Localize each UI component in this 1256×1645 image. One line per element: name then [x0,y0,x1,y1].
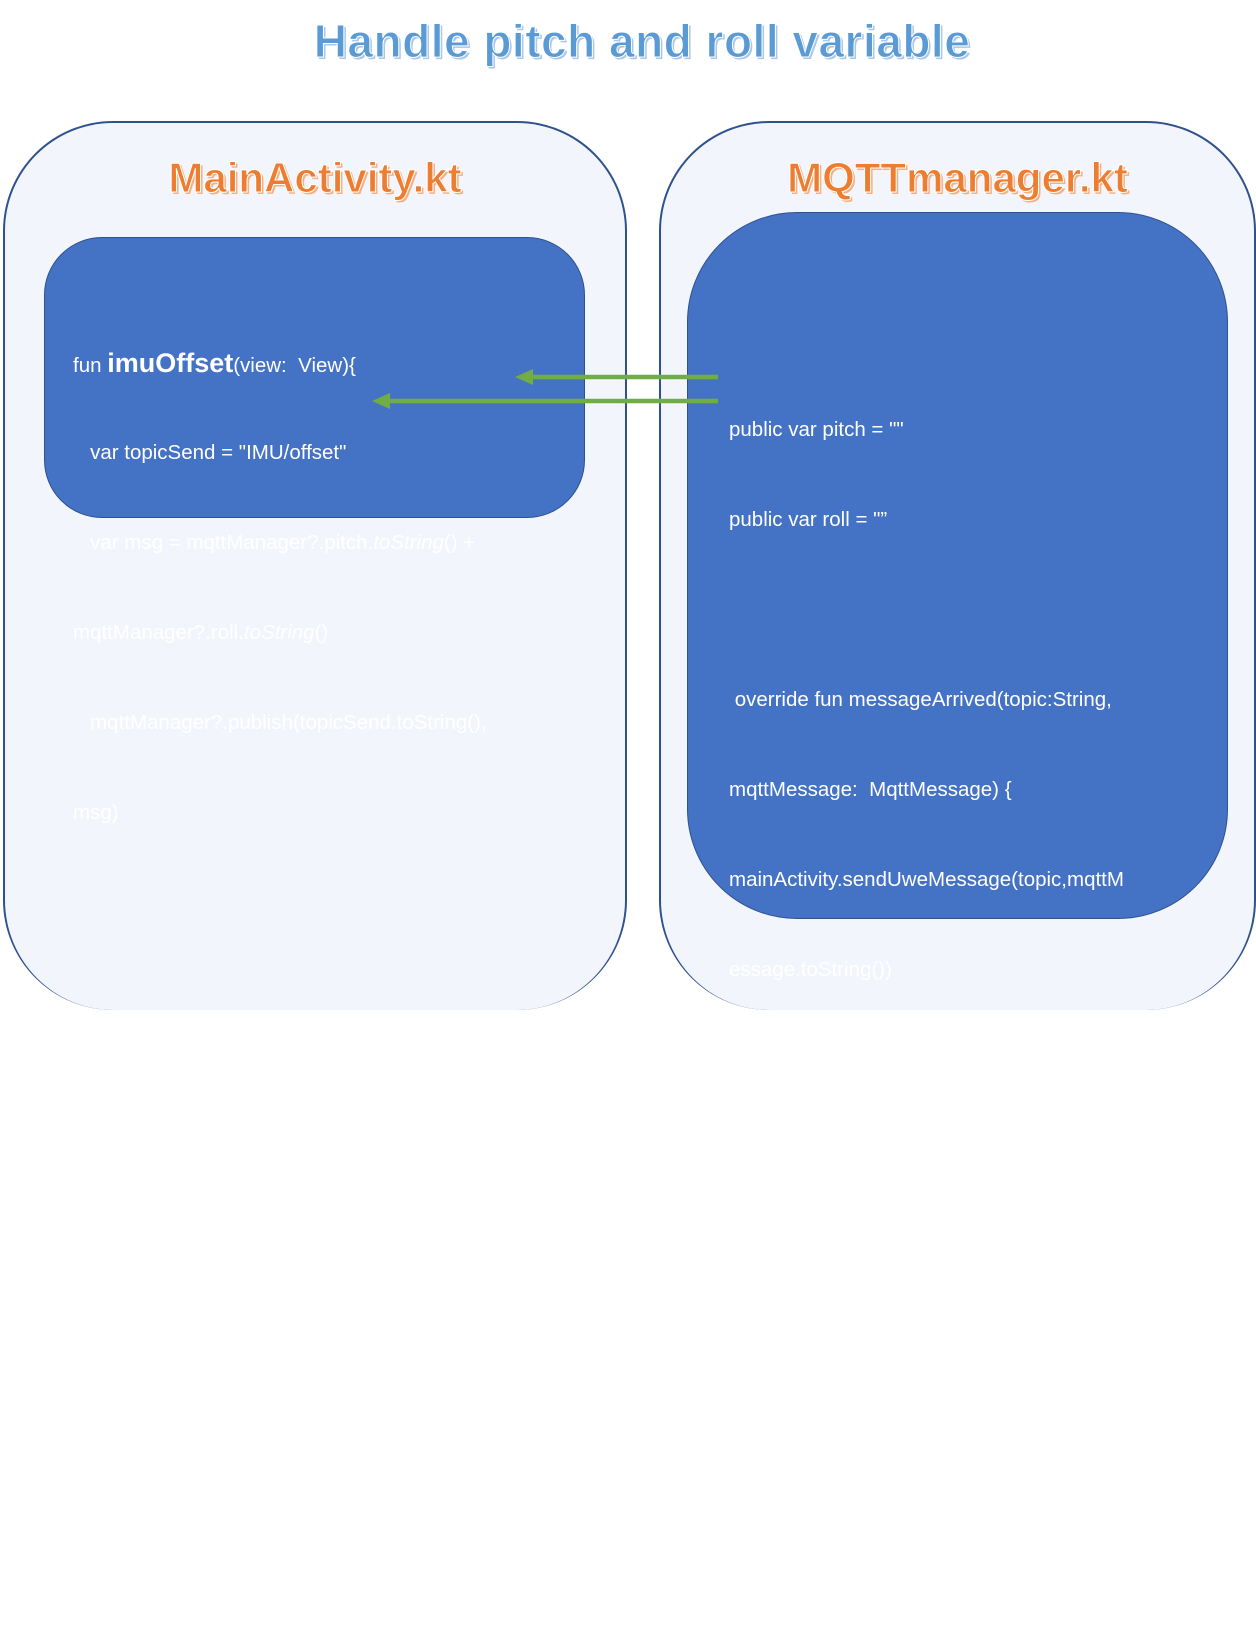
diagram-title: Handle pitch and roll variable [313,15,971,68]
code-line: } [729,1408,805,1431]
arrows-layer [372,369,718,409]
code-line: mainActivity.sendUweMessage(topic,mqttM [729,868,1124,891]
imu-offset-code: fun imuOffset(view: View){ var topicSend… [73,288,487,858]
code-line: public var roll = "” [729,508,888,531]
code-line: if (topic == "IMU/pitch"){ [729,1048,1014,1071]
code-line: public var pitch = "" [729,418,904,441]
code-line: essage.toString()) [729,958,892,981]
code-line: mqttManager?.roll.toString() [73,621,329,644]
code-line [729,1495,1124,1525]
code-line: } [729,1588,788,1611]
roll-arrow [372,393,718,409]
code-line: fun imuOffset(view: View){ [73,348,356,378]
code-line: roll = mqttMessage.toString() [729,1318,1079,1341]
code-line: var topicSend = "IMU/offset" [73,441,347,464]
code-line: pitch = mqttMessage.toString() [729,1138,1100,1161]
code-line: mqttManager?.publish(topicSend.toString(… [73,711,487,734]
code-line: mqttMessage: MqttMessage) { [729,778,1012,801]
code-line: var msg = mqttManager?.pitch.toString() … [73,531,476,554]
imu-offset-code-box [44,237,585,518]
pitch-arrow [515,369,718,385]
mqtt-manager-code-box [687,212,1228,919]
code-line: override fun messageArrived(topic:String… [729,688,1112,711]
main-activity-label: MainActivity.kt [168,154,462,202]
code-line: msg) [73,801,119,824]
mqtt-manager-label: MQTTmanager.kt [787,154,1129,202]
code-line: } else if (topic == "IMU/roll") { [729,1228,1060,1251]
